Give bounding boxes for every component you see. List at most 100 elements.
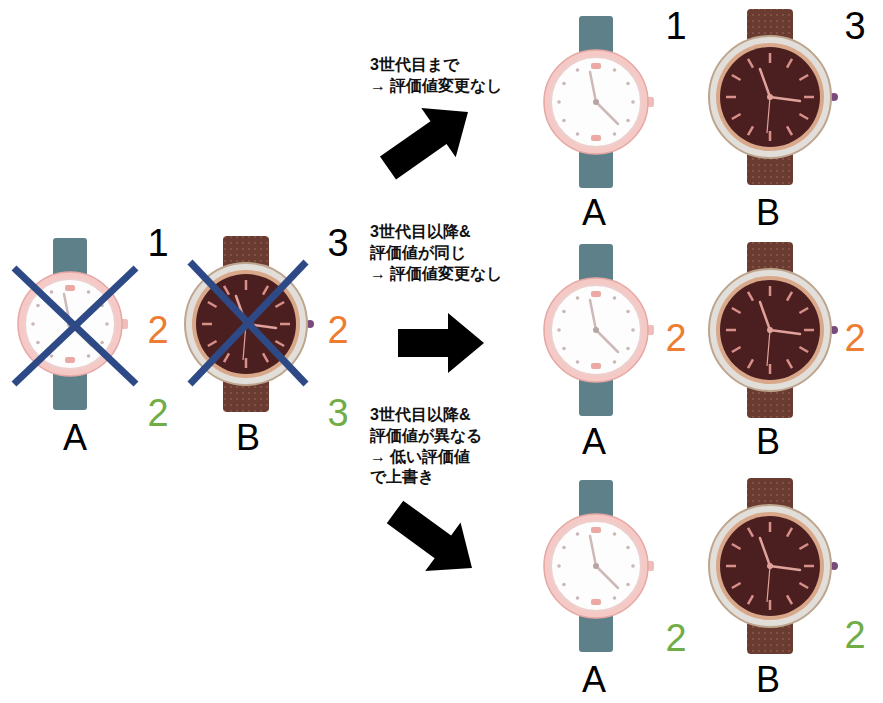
watch-mark — [787, 595, 792, 604]
watch-mark — [748, 59, 753, 68]
callout-number: 2 — [327, 311, 348, 349]
watch-mark — [748, 595, 753, 604]
watch-mark — [631, 564, 635, 568]
watch-mark — [769, 131, 772, 141]
watch-bezel — [709, 505, 831, 627]
watch-mark — [591, 363, 601, 369]
watch-mark — [631, 100, 635, 104]
note-line: → 評価値変更なし — [370, 76, 502, 97]
watch-bezel — [185, 263, 307, 385]
watch-hand — [596, 566, 618, 588]
watch-mark — [591, 63, 601, 69]
watch-illustration — [709, 478, 838, 654]
watch-mark — [263, 353, 268, 362]
watch-ring — [716, 276, 824, 384]
watch-mark — [613, 132, 617, 136]
callout-number: 3 — [844, 7, 865, 45]
watch-mark — [36, 304, 40, 308]
cross-line — [190, 262, 306, 384]
watch-mark — [626, 310, 630, 314]
cross-line — [14, 268, 136, 384]
watch-bezel — [544, 514, 648, 618]
watch-mark — [591, 527, 601, 533]
watch-mark — [31, 322, 35, 326]
watch-mark — [562, 119, 566, 123]
watch-illustration — [185, 236, 314, 412]
watch-mark — [613, 532, 617, 536]
callout-number: 1 — [147, 224, 168, 262]
watch-illustration — [544, 16, 654, 188]
watch-label: B — [756, 662, 780, 698]
watch-mark — [87, 354, 91, 358]
watch-mark — [787, 126, 792, 135]
watch-mark — [557, 564, 561, 568]
watch-mark — [626, 546, 630, 550]
watch-mark — [591, 291, 601, 297]
watch-label: A — [582, 662, 606, 698]
watch-pin — [593, 99, 599, 105]
watch-pin — [767, 563, 773, 569]
watch-label: A — [582, 195, 606, 231]
watch-mark — [799, 308, 808, 313]
callout-number: 2 — [147, 311, 168, 349]
watch-mark — [726, 96, 736, 99]
watch-mark — [591, 599, 601, 605]
watch-label: B — [756, 424, 780, 460]
watch-mark — [576, 132, 580, 136]
watch-mark — [804, 565, 814, 568]
watch-illustration — [544, 480, 654, 652]
watch-mark — [626, 583, 630, 587]
note-line: → 評価値変更なし — [370, 264, 502, 285]
watch-mark — [224, 353, 229, 362]
callout-number: 2 — [844, 319, 865, 357]
watch-hand — [596, 102, 618, 124]
watch-hand — [590, 536, 596, 566]
watch-mark — [769, 600, 772, 610]
watch-hand — [770, 97, 800, 101]
watch-hand — [770, 330, 800, 334]
watch-mark — [732, 544, 741, 549]
watch-mark — [626, 119, 630, 123]
watch-mark — [65, 357, 75, 363]
watch-mark — [732, 347, 741, 352]
watch-mark — [562, 310, 566, 314]
watch-mark — [245, 358, 248, 368]
block-arrow — [387, 501, 472, 571]
watch-mark — [613, 296, 617, 300]
watch-ring — [716, 43, 824, 151]
watch-hand — [590, 72, 596, 102]
watch-label: A — [582, 424, 606, 460]
watch-mark — [626, 347, 630, 351]
cross-line — [190, 262, 306, 384]
note-line: で上書き — [370, 467, 482, 488]
watch-pin — [767, 94, 773, 100]
watch-mark — [275, 341, 284, 346]
watch-mark — [804, 329, 814, 332]
note-line: 3世代目以降& — [370, 405, 482, 426]
callout-number: 2 — [665, 319, 686, 357]
watch-mark — [799, 544, 808, 549]
watch-hand — [590, 300, 596, 330]
watch-mark — [804, 96, 814, 99]
callout-number: 2 — [665, 619, 686, 657]
watch-mark — [787, 59, 792, 68]
watch-hand — [596, 330, 618, 352]
watch-mark — [275, 302, 284, 307]
watch-hand — [767, 97, 770, 133]
watch-bezel — [709, 36, 831, 158]
watch-hand — [767, 566, 770, 602]
watch-face — [720, 47, 820, 147]
callout-number: 3 — [327, 224, 348, 262]
watch-pin — [593, 563, 599, 569]
watch-mark — [105, 322, 109, 326]
watch-hand — [767, 330, 770, 366]
watch-mark — [787, 359, 792, 368]
watch-mark — [613, 360, 617, 364]
watch-mark — [769, 53, 772, 63]
watch-mark — [631, 328, 635, 332]
watch-mark — [562, 546, 566, 550]
watch-mark — [787, 528, 792, 537]
rule-note: 3世代目まで → 評価値変更なし — [370, 55, 502, 97]
watch-mark — [557, 328, 561, 332]
watch-mark — [732, 583, 741, 588]
